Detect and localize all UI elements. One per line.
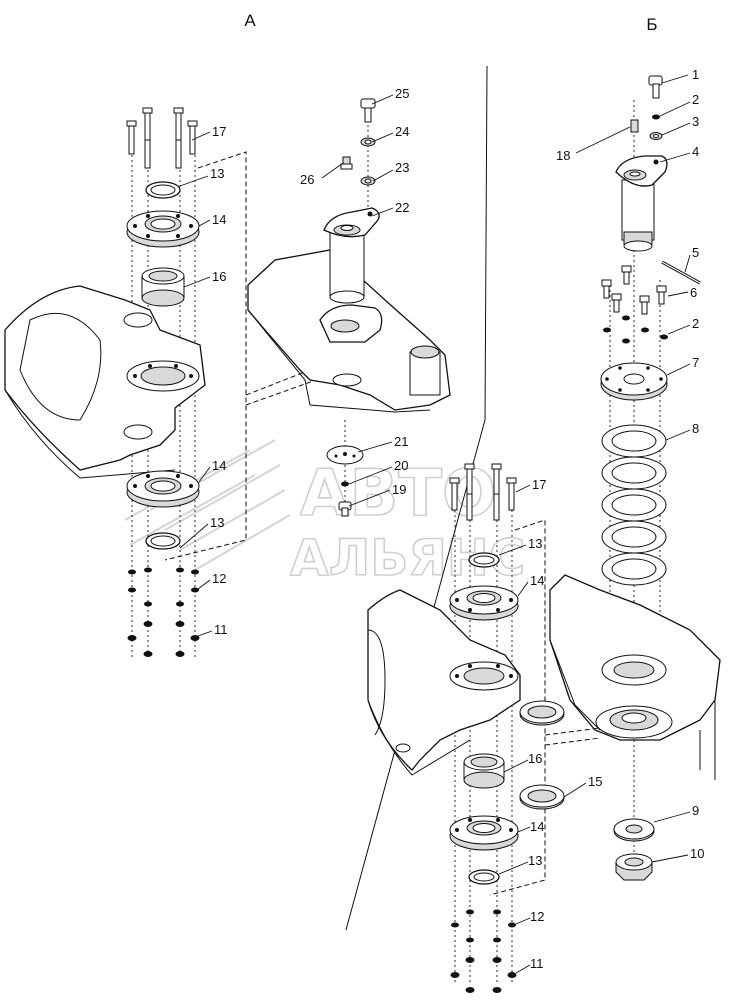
watermark-stripes-icon [124,439,291,571]
callout-14-a-bottom: 14 [212,458,226,473]
callout-22: 22 [395,200,409,215]
callouts-view-a: 25 24 23 22 26 17 13 14 16 14 13 12 11 2… [210,86,409,637]
washer-9 [613,818,655,842]
pin-4 [615,155,668,252]
callout-26: 26 [300,172,314,187]
nuts-11-a [127,621,200,657]
callout-13-b-bottom: 13 [528,853,542,868]
callout-6: 6 [690,285,697,300]
nuts-11-b [450,957,517,993]
washers-2-middle [603,315,668,344]
callout-16-b: 16 [528,751,542,766]
callout-20: 20 [394,458,408,473]
disc-7 [600,362,668,401]
dashed-guide-a [164,151,247,561]
callout-4: 4 [692,144,699,159]
callout-12-b: 12 [530,909,544,924]
callout-14-a-top: 14 [212,212,226,227]
flange-14-b-top [449,585,519,621]
washer-20 [341,481,349,487]
bolt-1 [648,75,663,99]
grease-fitting-18 [630,119,639,133]
callout-21: 21 [394,434,408,449]
dashed-guide-b [489,519,546,896]
callout-3: 3 [692,114,699,129]
callout-2-top: 2 [692,92,699,107]
callout-19: 19 [392,482,406,497]
view-b [367,75,721,993]
flange-14-bottom [126,470,200,508]
bearing-16-a [141,267,185,307]
callout-25: 25 [395,86,409,101]
callout-15: 15 [588,774,602,789]
pin-plate-22-base [319,304,383,343]
callout-17-a: 17 [212,124,226,139]
callout-16-a: 16 [212,269,226,284]
callout-13-b-top: 13 [528,536,542,551]
shims-8 [601,424,667,586]
bolt-set-17-a [126,107,198,169]
bolts-6 [601,265,667,315]
bearing-16-b [463,753,505,789]
callouts-view-b: 1 2 3 18 4 5 6 2 7 8 17 13 14 16 15 14 1… [528,67,704,971]
callout-18: 18 [556,148,570,163]
view-title-left: А [244,11,256,30]
bolt-25 [360,98,376,123]
leader-lines [179,74,691,974]
callout-17-b: 17 [532,477,546,492]
callout-14-b-top: 14 [530,573,544,588]
view-title-right: Б [646,15,657,34]
callout-11-a: 11 [214,622,228,637]
flange-14-top [126,210,200,248]
housing-bracket-b [549,574,721,780]
callout-23: 23 [395,160,409,175]
spacer-15-upper [519,700,565,726]
bolt-set-17-b [449,463,517,521]
castle-nut-10 [615,853,653,881]
housing-arm-a [4,285,206,479]
view-divider [484,65,488,421]
callout-13-a-bottom: 13 [210,515,224,530]
watermark-line1: АВТО [300,457,496,531]
callout-9: 9 [692,803,699,818]
callout-11-b: 11 [530,956,544,971]
callout-24: 24 [395,124,409,139]
spacer-15 [519,784,565,810]
callout-2-middle: 2 [692,316,699,331]
view-a [4,98,451,660]
callout-12-a: 12 [212,571,226,586]
callout-8: 8 [692,421,699,436]
watermark: АВТО АЛЬЯНС [124,439,526,588]
flange-14-b-bottom [449,815,519,851]
washers-12-a [128,567,199,607]
housing-arm-b [367,589,521,776]
callout-10: 10 [690,846,704,861]
callout-7: 7 [692,355,699,370]
bolt-19 [338,501,352,517]
callout-1: 1 [692,67,699,82]
washer-2-top [652,114,660,120]
callout-13-a-top: 13 [210,166,224,181]
callout-5: 5 [692,245,699,260]
callout-14-b-bottom: 14 [530,819,544,834]
washers-12-b [451,909,516,943]
pin-22 [323,207,380,304]
